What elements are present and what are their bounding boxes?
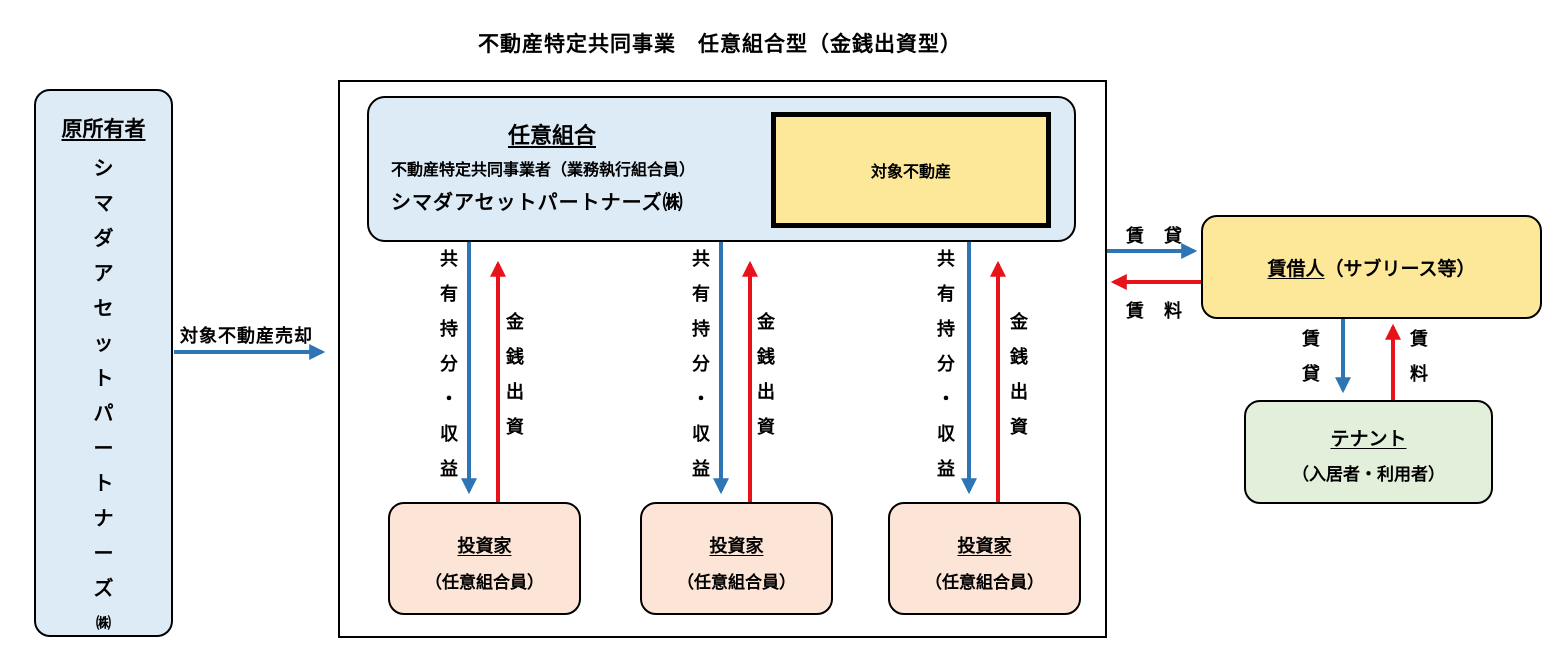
- flow-char: 出: [506, 382, 524, 403]
- flow-char: 出: [1010, 382, 1028, 403]
- operator-role: 不動産特定共同事業者（業務執行組合員）: [391, 160, 696, 179]
- flow-char: 共: [937, 249, 955, 270]
- flow-char: 銭: [506, 347, 524, 368]
- flow-char: 益: [692, 459, 710, 480]
- flow-char: 金: [506, 312, 524, 333]
- owner-name-char: ㈱: [95, 614, 111, 632]
- owner-name-char: シ: [93, 156, 114, 180]
- flow-char: 益: [937, 459, 955, 480]
- flow-char: 貸: [1302, 364, 1320, 385]
- owner-name-char: ト: [93, 366, 114, 390]
- owner-name-char: ー: [93, 436, 114, 460]
- operator-name: シマダアセットパートナーズ㈱: [391, 190, 684, 214]
- owner-name-char: ダ: [93, 226, 114, 250]
- investor-title: 投資家: [709, 536, 764, 557]
- flow-char: 益: [440, 459, 458, 480]
- tenant-box: テナント （入居者・利用者）: [1244, 400, 1493, 504]
- flow-char: 資: [506, 417, 524, 438]
- rent-label: 賃 料: [1126, 301, 1183, 322]
- owner-name-char: マ: [93, 191, 114, 215]
- flow-char: 賃: [1302, 329, 1320, 350]
- flow-char: 分: [937, 354, 955, 375]
- investor-title: 投資家: [957, 536, 1012, 557]
- sublease-label: 賃 貸: [1302, 322, 1320, 392]
- flow-char: 分: [692, 354, 710, 375]
- flow-char: 金: [1010, 312, 1028, 333]
- flow-char: 料: [1410, 364, 1428, 385]
- flow-char: 資: [757, 417, 775, 438]
- flow-char: 賃: [1410, 329, 1428, 350]
- flow-char: 出: [757, 382, 775, 403]
- cash-contribution-label: 金 銭 出 資: [506, 305, 524, 445]
- investor-title: 投資家: [457, 536, 512, 557]
- flow-char: ・: [692, 389, 710, 410]
- flow-char: 銭: [1010, 347, 1028, 368]
- tenant-subtitle: （入居者・利用者）: [1292, 465, 1445, 485]
- flow-char: 銭: [757, 347, 775, 368]
- owner-name-char: ア: [93, 261, 114, 285]
- owner-name-char: セ: [93, 296, 114, 320]
- flow-char: ・: [440, 389, 458, 410]
- flow-char: 有: [440, 284, 458, 305]
- owner-name-char: ナ: [93, 506, 114, 530]
- cash-contribution-label: 金 銭 出 資: [1010, 305, 1028, 445]
- lessee-box: 賃借人（サブリース等）: [1201, 215, 1542, 319]
- lessee-title: 賃借人: [1267, 257, 1325, 280]
- share-income-label: 共 有 持 分 ・ 収 益: [440, 242, 458, 487]
- investor-subtitle: （任意組合員）: [677, 573, 796, 593]
- owner-name-char: ト: [93, 471, 114, 495]
- flow-char: ・: [937, 389, 955, 410]
- flow-char: 収: [692, 424, 710, 445]
- flow-char: 持: [937, 319, 955, 340]
- owner-name-char: ー: [93, 541, 114, 565]
- target-property-box: 対象不動産: [771, 112, 1051, 228]
- diagram-title: 不動産特定共同事業 任意組合型（金銭出資型）: [478, 32, 962, 56]
- investor-box: 投資家 （任意組合員）: [388, 502, 581, 615]
- cash-contribution-label: 金 銭 出 資: [757, 305, 775, 445]
- tenant-title: テナント: [1330, 428, 1407, 450]
- investor-subtitle: （任意組合員）: [925, 573, 1044, 593]
- union-title: 任意組合: [507, 124, 596, 149]
- sale-label: 対象不動産売却: [180, 326, 313, 347]
- flow-char: 収: [440, 424, 458, 445]
- lessee-suffix: （サブリース等）: [1324, 257, 1476, 280]
- flow-char: 有: [937, 284, 955, 305]
- flow-char: 資: [1010, 417, 1028, 438]
- lease-label: 賃 貸: [1126, 226, 1183, 247]
- flow-char: 収: [937, 424, 955, 445]
- target-property-label: 対象不動産: [870, 162, 951, 181]
- flow-char: 有: [692, 284, 710, 305]
- original-owner-name: シ マ ダ ア セ ッ ト パ ー ト ナ ー ズ ㈱: [36, 151, 171, 641]
- owner-name-char: パ: [93, 401, 114, 425]
- flow-char: 持: [692, 319, 710, 340]
- owner-name-char: ッ: [93, 331, 114, 355]
- original-owner-box: 原所有者 シ マ ダ ア セ ッ ト パ ー ト ナ ー ズ ㈱: [34, 89, 173, 637]
- share-income-label: 共 有 持 分 ・ 収 益: [692, 242, 710, 487]
- investor-box: 投資家 （任意組合員）: [640, 502, 833, 615]
- investor-box: 投資家 （任意組合員）: [888, 502, 1081, 615]
- owner-name-char: ズ: [93, 576, 114, 600]
- flow-char: 共: [440, 249, 458, 270]
- investor-subtitle: （任意組合員）: [425, 573, 544, 593]
- flow-char: 分: [440, 354, 458, 375]
- subrent-label: 賃 料: [1410, 322, 1428, 392]
- flow-char: 金: [757, 312, 775, 333]
- original-owner-title: 原所有者: [61, 117, 146, 141]
- share-income-label: 共 有 持 分 ・ 収 益: [937, 242, 955, 487]
- flow-char: 共: [692, 249, 710, 270]
- flow-char: 持: [440, 319, 458, 340]
- union-box: 任意組合 不動産特定共同事業者（業務執行組合員） シマダアセットパートナーズ㈱ …: [367, 96, 1076, 242]
